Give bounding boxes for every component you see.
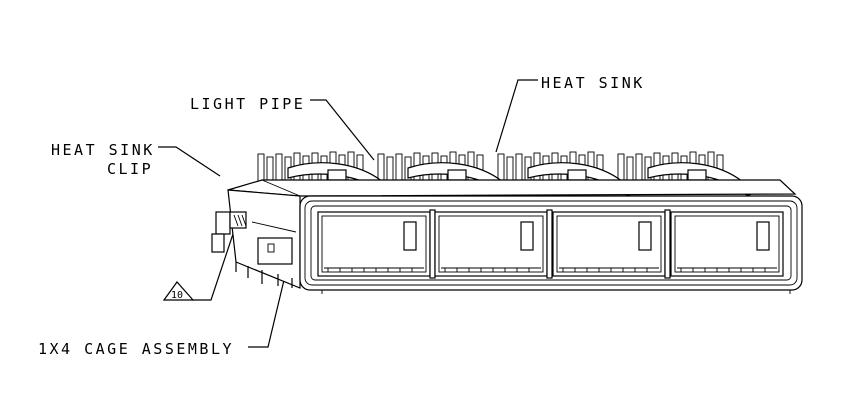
- port-latch: [638, 221, 652, 251]
- heat-sink-clip-label-line2: CLIP: [107, 160, 153, 178]
- port-inner: [321, 215, 427, 273]
- port-inner: [556, 215, 662, 273]
- port-divider: [664, 209, 671, 279]
- cage-top: [227, 179, 797, 197]
- heat-sink-label: HEAT SINK: [541, 74, 645, 92]
- light-pipe-label: LIGHT PIPE: [190, 95, 305, 113]
- note-number: 10: [171, 290, 183, 301]
- heat-sink-clip: [687, 169, 707, 181]
- port-divider: [546, 209, 553, 279]
- heat-sink-clip: [567, 169, 587, 181]
- port-latch: [756, 221, 770, 251]
- port-latch: [520, 221, 534, 251]
- heat-sink-clip: [447, 169, 467, 181]
- heat-sink-clip: [327, 169, 347, 181]
- port-latch: [403, 221, 417, 251]
- leader-lines: [158, 79, 538, 348]
- port-inner: [674, 215, 780, 273]
- port-inner: [438, 215, 544, 273]
- cage-assembly-label: 1X4 CAGE ASSEMBLY: [38, 340, 234, 358]
- cage-ports: [317, 209, 784, 279]
- port-divider: [429, 209, 436, 279]
- heat-sink-clip-label-line1: HEAT SINK: [51, 141, 155, 159]
- cage-left-side: [211, 189, 301, 289]
- note-triangle-icon: [162, 281, 195, 301]
